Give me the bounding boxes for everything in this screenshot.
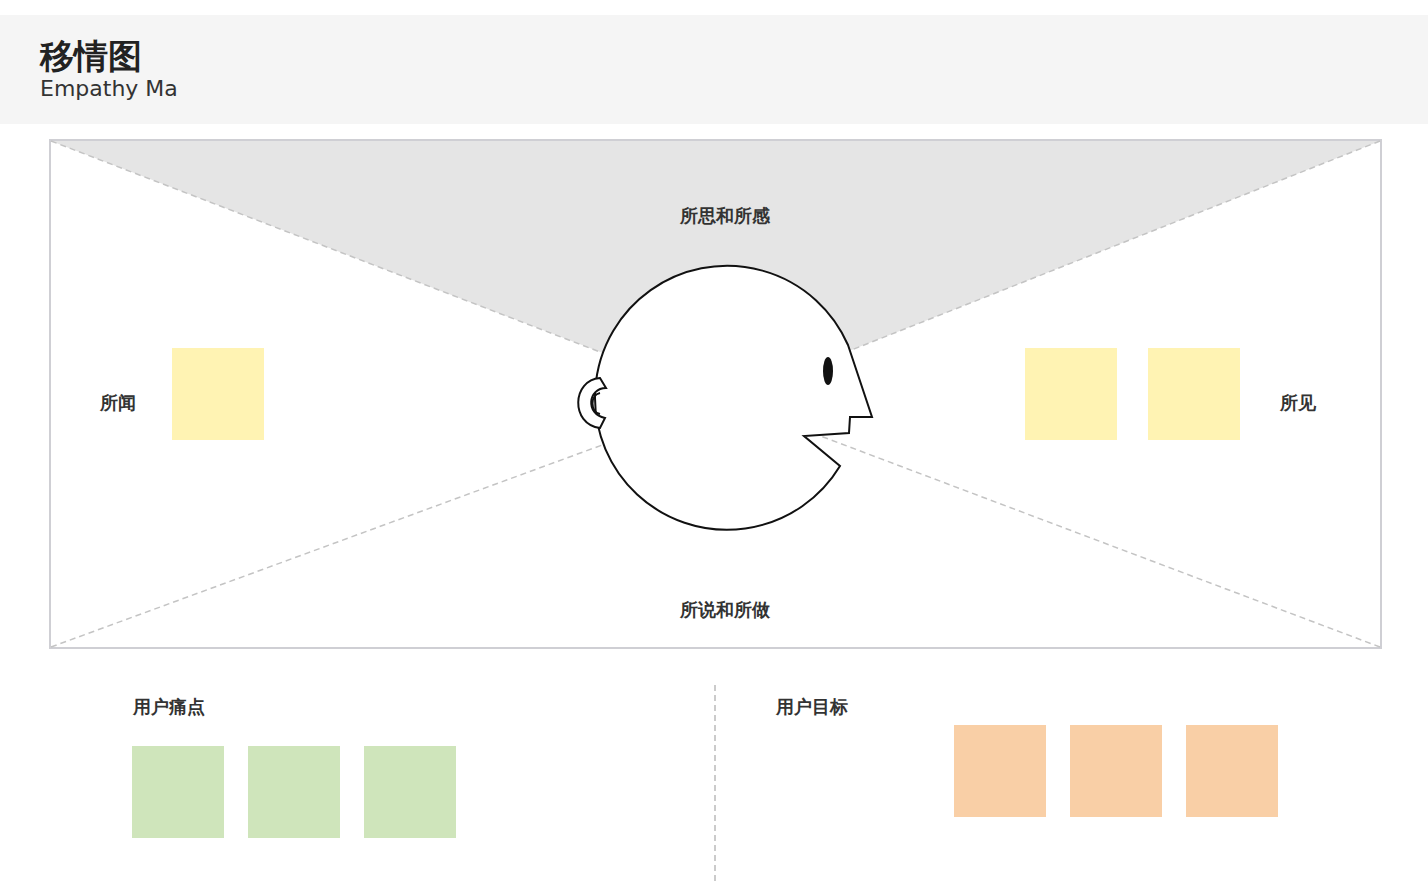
section-label: 所闻 <box>100 391 136 415</box>
divider-line <box>714 685 716 885</box>
group-label: 用户痛点 <box>133 695 205 719</box>
sticky-notes-yellow <box>172 348 1240 440</box>
head-outline <box>595 266 872 530</box>
sticky-notes-green <box>132 746 456 838</box>
ear-inner <box>593 393 601 414</box>
page-subtitle: Empathy Ma <box>40 76 178 102</box>
eye <box>823 357 833 385</box>
section-label: 所思和所感 <box>680 204 770 228</box>
section-label: 所说和所做 <box>680 598 770 622</box>
sticky-notes-orange <box>954 725 1278 817</box>
page-title: 移情图 <box>40 36 142 76</box>
map-frame <box>50 140 1381 648</box>
group-label: 用户目标 <box>776 695 848 719</box>
header-band <box>0 15 1428 124</box>
diagonal-lines <box>51 141 1380 647</box>
section-label: 所见 <box>1280 391 1316 415</box>
ear <box>578 378 606 428</box>
